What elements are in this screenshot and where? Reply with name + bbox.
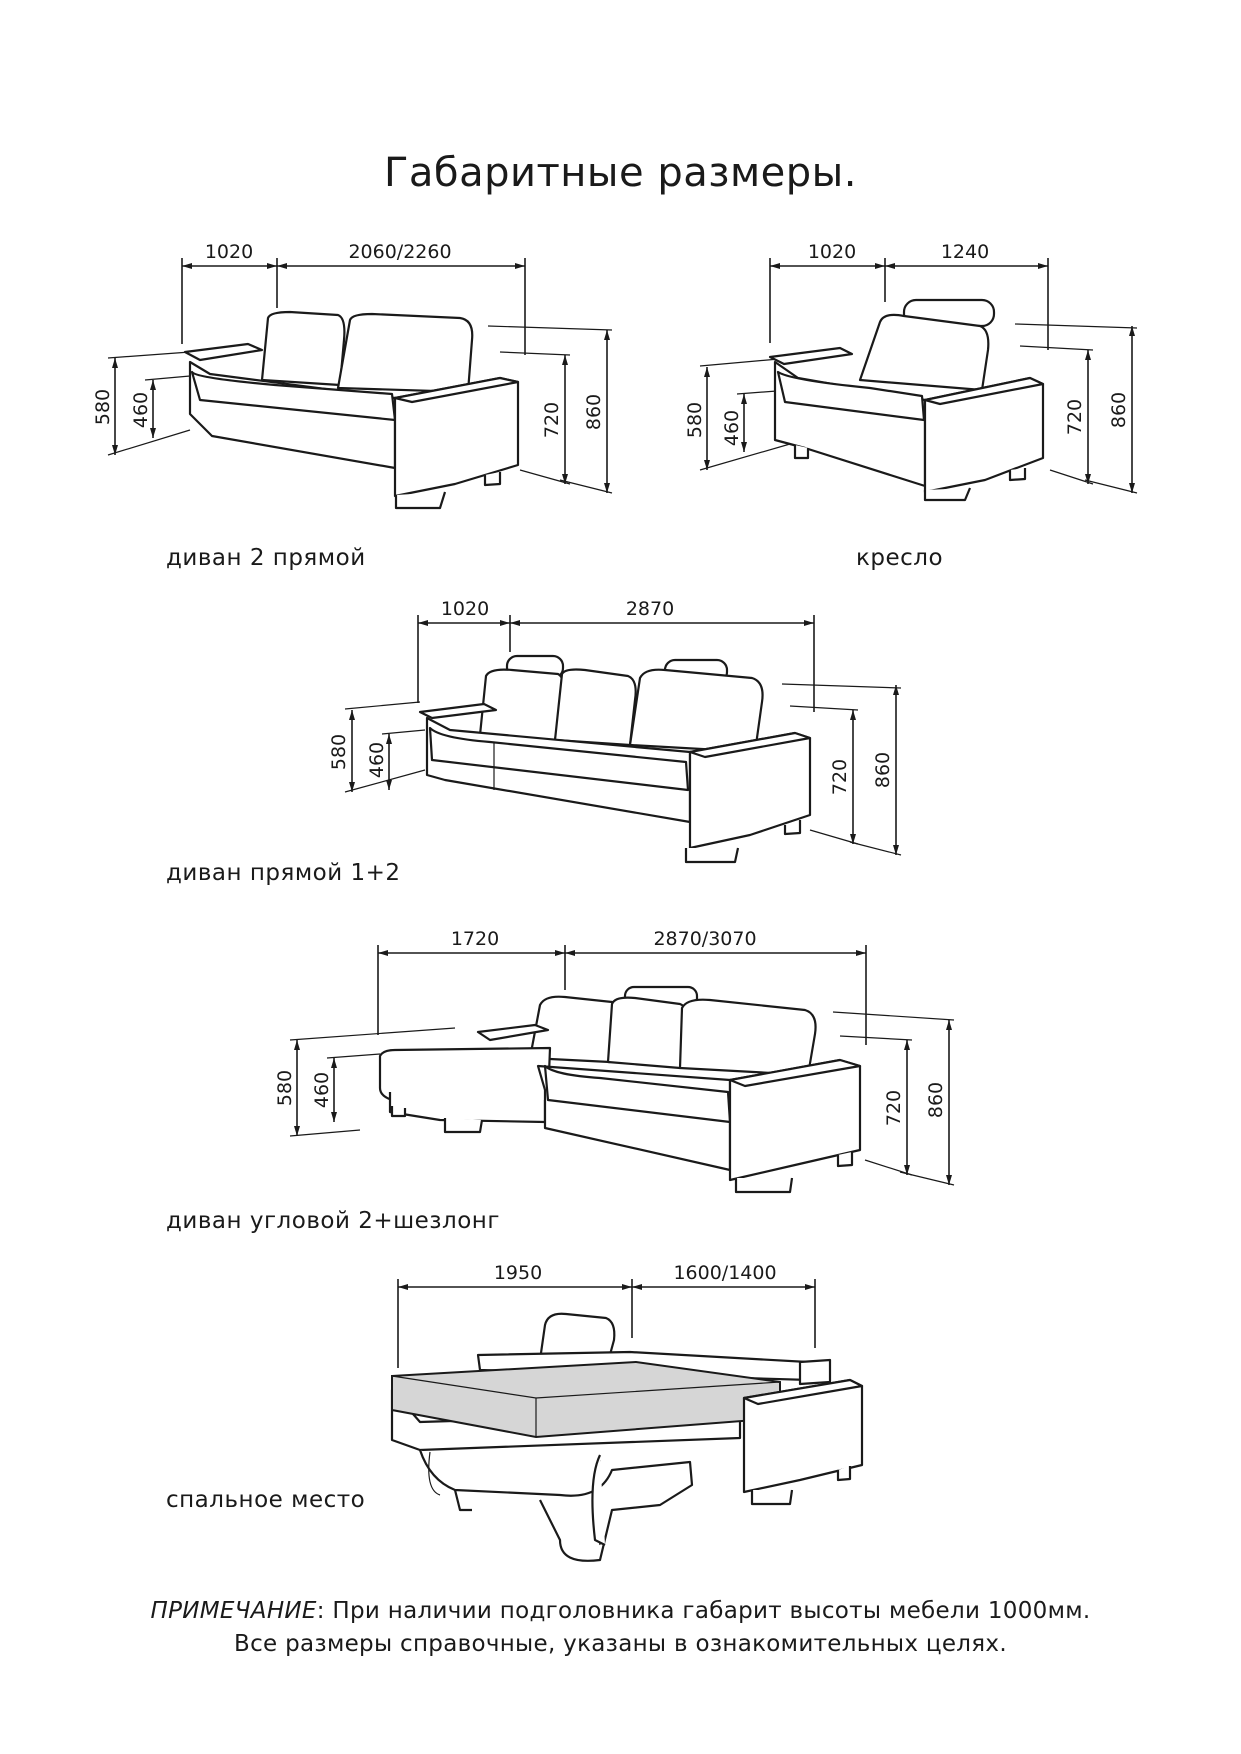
page-title: Габаритные размеры. bbox=[384, 150, 857, 196]
sleeping-place-drawing: 1950 1600/1400 bbox=[390, 1262, 864, 1562]
sofa-2-back-height-dim: 720 bbox=[541, 402, 563, 438]
sofa-2-depth-dim: 1020 bbox=[205, 241, 253, 263]
sofa-1-2-drawing: 1020 2870 580 460 720 860 bbox=[328, 598, 902, 864]
armchair-drawing: 1020 1240 580 460 720 860 bbox=[684, 241, 1138, 502]
sofa-2-total-height-dim: 860 bbox=[583, 394, 605, 430]
armchair-depth-dim: 1020 bbox=[808, 241, 856, 263]
sleeping-place-width-dim: 1600/1400 bbox=[673, 1262, 776, 1284]
note-line-2: Все размеры справочные, указаны в ознако… bbox=[234, 1631, 1007, 1657]
sleeping-place-length-dim: 1950 bbox=[494, 1262, 542, 1284]
armchair-total-height-dim: 860 bbox=[1108, 392, 1130, 428]
caption-armchair: кресло bbox=[856, 545, 944, 571]
armchair-arm-height-dim: 580 bbox=[684, 402, 706, 438]
sofa-1-2-total-height-dim: 860 bbox=[872, 752, 894, 788]
note-label: ПРИМЕЧАНИЕ bbox=[150, 1598, 317, 1624]
note: ПРИМЕЧАНИЕ: При наличии подголовника габ… bbox=[0, 1595, 1241, 1661]
note-text-1: : При наличии подголовника габарит высот… bbox=[316, 1598, 1091, 1624]
corner-sofa-seat-height-dim: 460 bbox=[311, 1072, 333, 1108]
corner-sofa-drawing: 1720 2870/3070 580 460 720 860 bbox=[274, 928, 955, 1194]
sofa-1-2-depth-dim: 1020 bbox=[441, 598, 489, 620]
sofa-1-2-back-height-dim: 720 bbox=[829, 759, 851, 795]
sofa-2-arm-height-dim: 580 bbox=[92, 389, 114, 425]
armchair-width-dim: 1240 bbox=[941, 241, 989, 263]
armchair-seat-height-dim: 460 bbox=[721, 410, 743, 446]
caption-sleeping-place: спальное место bbox=[166, 1487, 366, 1513]
caption-corner-sofa: диван угловой 2+шезлонг bbox=[166, 1208, 500, 1234]
corner-sofa-total-height-dim: 860 bbox=[925, 1082, 947, 1118]
caption-sofa-2: диван 2 прямой bbox=[166, 545, 366, 571]
corner-sofa-depth-dim: 1720 bbox=[451, 928, 499, 950]
armchair-back-height-dim: 720 bbox=[1064, 399, 1086, 435]
corner-sofa-arm-height-dim: 580 bbox=[274, 1070, 296, 1106]
sofa-1-2-arm-height-dim: 580 bbox=[328, 734, 350, 770]
sofa-1-2-width-dim: 2870 bbox=[626, 598, 674, 620]
note-line-1: ПРИМЕЧАНИЕ: При наличии подголовника габ… bbox=[0, 1595, 1241, 1628]
sofa-2-seat-height-dim: 460 bbox=[130, 392, 152, 428]
sofa-1-2-seat-height-dim: 460 bbox=[366, 742, 388, 778]
caption-sofa-1-2: диван прямой 1+2 bbox=[166, 860, 401, 886]
sofa-2-straight-drawing: 1020 2060/2260 580 460 720 860 bbox=[92, 241, 613, 510]
corner-sofa-back-height-dim: 720 bbox=[883, 1090, 905, 1126]
sofa-2-width-dim: 2060/2260 bbox=[348, 241, 451, 263]
corner-sofa-width-dim: 2870/3070 bbox=[653, 928, 756, 950]
